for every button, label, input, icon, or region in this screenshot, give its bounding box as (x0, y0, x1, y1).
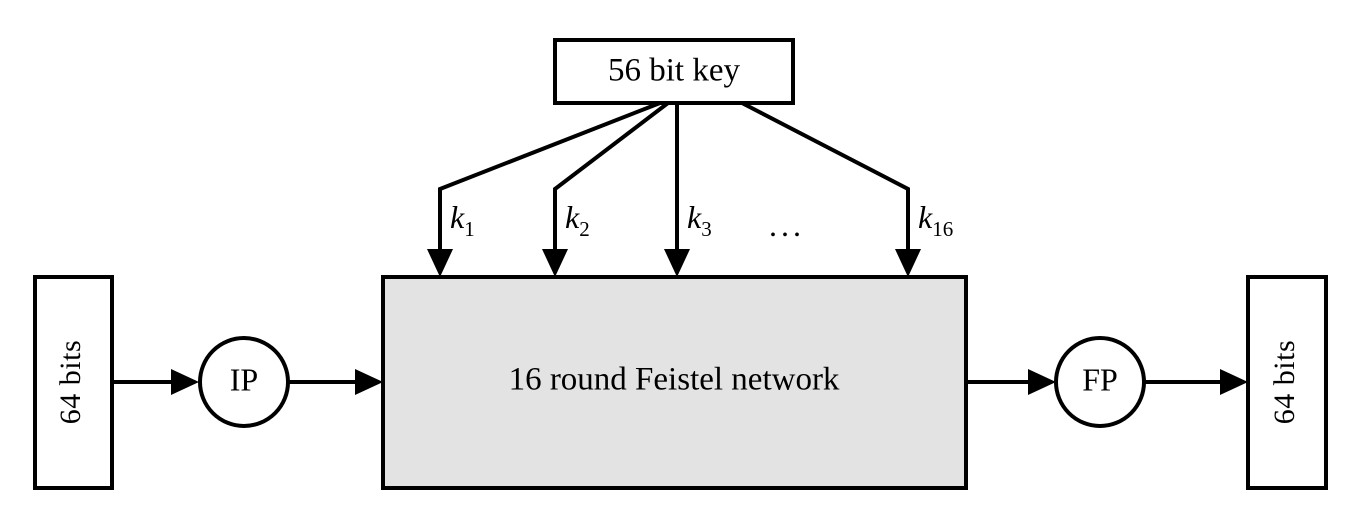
subkey-arrowhead-k2 (542, 249, 568, 277)
arrow-feistel-to-fp-head (1028, 369, 1056, 395)
subkey-connectors (427, 101, 921, 277)
key-label: 56 bit key (608, 53, 740, 89)
subkey-line-k1 (438, 101, 661, 258)
output-block-node[interactable]: 64 bits (1246, 275, 1328, 490)
subkey-connector-k16 (741, 101, 921, 277)
subkey-connector-k1 (427, 101, 661, 277)
subkey-connector-k3 (664, 103, 690, 277)
subkey-label-k1: k1 (450, 199, 475, 241)
output-block-box[interactable] (1246, 275, 1328, 490)
input-block-label: 64 bits (54, 340, 87, 424)
arrow-feistel-to-fp (966, 369, 1056, 395)
final-permutation-node[interactable]: FP (1054, 336, 1146, 428)
key-node[interactable]: 56 bit key (553, 38, 795, 105)
subkey-arrowhead-k3 (664, 249, 690, 277)
subkey-label-k2: k2 (565, 199, 590, 241)
subkey-arrowhead-k1 (427, 249, 453, 277)
final-permutation-label: FP (1082, 361, 1118, 397)
subkey-line-k2 (553, 101, 670, 258)
initial-permutation-node[interactable]: IP (198, 336, 290, 428)
subkey-ellipsis: ... (769, 207, 805, 243)
subkey-labels: k1 k2 k3 k16 ... (450, 199, 953, 243)
arrow-input-to-ip-head (171, 369, 199, 395)
initial-permutation-label: IP (230, 361, 258, 397)
arrow-ip-to-feistel-head (355, 369, 383, 395)
input-block-box[interactable] (33, 275, 114, 490)
feistel-node[interactable]: 16 round Feistel network (381, 275, 968, 490)
arrow-input-to-ip (112, 369, 199, 395)
subkey-label-k16: k16 (918, 199, 953, 241)
key-box[interactable] (553, 38, 795, 105)
input-block-node[interactable]: 64 bits (33, 275, 114, 490)
subkey-line-k16 (741, 101, 910, 258)
subkey-connector-k2 (542, 101, 670, 277)
feistel-label: 16 round Feistel network (509, 362, 840, 398)
arrow-fp-to-output (1144, 369, 1248, 395)
output-block-label: 64 bits (1268, 340, 1301, 424)
arrow-ip-to-feistel (288, 369, 383, 395)
subkey-label-k3: k3 (687, 199, 712, 241)
feistel-box[interactable] (381, 275, 968, 490)
subkey-arrowhead-k16 (895, 249, 921, 277)
arrow-fp-to-output-head (1220, 369, 1248, 395)
